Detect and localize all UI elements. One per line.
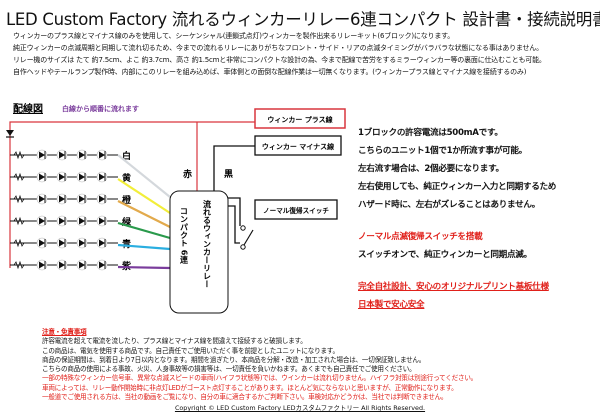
led-triangle (99, 261, 105, 269)
minus-wire-label: ウィンカー マイナス線 (262, 142, 334, 151)
switch-wire-a (228, 197, 241, 226)
led-triangle (59, 239, 65, 247)
wire-color-label: 黄 (122, 172, 131, 184)
red-wire-label: 赤 (183, 168, 192, 180)
wire-3 (117, 200, 171, 228)
disclaimer: 注意・免責事項 許容電流を超えて電流を流したり、プラス線とマイナス線を間違えて接… (42, 328, 477, 402)
switch-feature-title: ノーマル点滅復帰スイッチを搭載 (358, 232, 483, 242)
spec-line: こちらのユニット1個で1か所流す事が可能。 (358, 146, 527, 156)
led-triangle (59, 217, 65, 225)
intro-text: ウィンカーのプラス線とマイナス線のみを使用して、シーケンシャル(連鎖式点灯)ウィ… (13, 30, 546, 78)
disclaimer-heading: 注意・免責事項 (42, 328, 87, 336)
switch-wire-b (228, 205, 240, 244)
led-triangle (99, 217, 105, 225)
relay-name: 流れるウィンカーリレー (203, 199, 212, 288)
intro-line: ウィンカーのプラス線とマイナス線のみを使用して、シーケンシャル(連鎖式点灯)ウィ… (13, 32, 455, 40)
spec-line: ハザード時に、左右がズレることはありません。 (358, 200, 540, 210)
led-triangle (39, 217, 45, 225)
led-triangle (99, 195, 105, 203)
disclaimer-line: この商品は、電気を使用する商品です。自己責任でご使用いただく事を前提としたユニッ… (42, 346, 339, 355)
diagram-subheading: 白線から順番に流れます (62, 104, 139, 113)
copyright: Copyright © LED Custom Factory LEDカスタムファ… (174, 404, 426, 412)
page-title: LED Custom Factory 流れるウィンカーリレー6連コンパクト 設計… (6, 10, 600, 29)
warning-line: 車両によっては、リレー動作開始時に非点灯LEDがゴースト点灯することがあります。… (42, 383, 458, 392)
diagram-heading: 配線図 (13, 102, 43, 115)
resistor-icon (13, 216, 25, 226)
intro-line: 純正ウィンカーの点滅周期と同期して流れ切るため、今までの流れるリレーにありがちな… (13, 44, 543, 52)
warning-line: 一部の特殊なウィンカー信号車、異常な点滅スピードの車両(ハイフラ状態等)では、ウ… (42, 374, 478, 383)
resistor-icon (13, 260, 25, 270)
led-triangle (39, 151, 45, 159)
spec-line: 左右使用しても、純正ウィンカー入力と同期するため (358, 182, 557, 192)
wire-color-label: 紫 (122, 260, 131, 272)
wire-1 (117, 154, 171, 198)
relay-model: コンパクト 6連 (179, 207, 189, 264)
resistor-icon (13, 172, 25, 182)
minus-wire (213, 145, 255, 191)
plus-wire-label: ウィンカー プラス線 (267, 115, 332, 124)
disclaimer-line: 商品の保証期間は、到着日より7日以内となります。期間を過ぎたり、本商品を分解・改… (42, 355, 426, 364)
wire-5 (117, 243, 171, 251)
led-triangle (79, 239, 85, 247)
switch-feature-text: スイッチオンで、純正ウィンカーと同期点滅。 (358, 250, 532, 260)
led-triangle (39, 173, 45, 181)
led-triangle (79, 151, 85, 159)
switch-box (254, 199, 338, 220)
intro-line: 自作ヘッドやテールランプ製作時、内部にこのリレーを組み込めば、車体側との面倒な配… (13, 68, 527, 76)
wire-6 (117, 265, 171, 270)
led-triangle (79, 173, 85, 181)
led-triangle (99, 151, 105, 159)
plus-wire (9, 121, 255, 268)
led-triangle (39, 195, 45, 203)
switch-contact (240, 244, 246, 250)
relay-unit (169, 190, 229, 314)
wire-color-label: 緑 (122, 216, 132, 228)
led-triangle (79, 195, 85, 203)
wire-4 (117, 221, 171, 240)
led-triangle (59, 261, 65, 269)
plus-wire-box (254, 108, 346, 129)
black-wire-label: 黒 (224, 169, 233, 180)
led-triangle (59, 151, 65, 159)
led-triangle (79, 261, 85, 269)
warning-line: 一般道でご使用される方は、当社の動画をご覧になり、自分の車に適合するかご判断下さ… (42, 393, 448, 402)
spec-line: 1ブロックの許容電流は500mAです。 (358, 128, 503, 138)
diode-icon (6, 130, 14, 136)
wire-color-label: 白 (122, 150, 131, 162)
wire-2 (117, 178, 171, 214)
intro-line: リレー機のサイズは たて 約7.5cm、よこ 約3.7cm、高さ 約1.5cmと… (13, 56, 546, 64)
resistor-icon (13, 194, 25, 204)
minus-wire-box (254, 135, 342, 156)
disclaimer-line: 許容電流を超えて電流を流したり、プラス線とマイナス線を間違えて接続すると破損しま… (42, 337, 307, 346)
spec-line: 左右流す場合は、2個必要になります。 (358, 164, 504, 174)
disclaimer-line: こちらの商品の使用による事故、火災、人身事故等の損害等は、一切責任を負いかねます… (42, 365, 416, 374)
switch-lever (243, 229, 254, 246)
specs-text: 1ブロックの許容電流は500mAです。 こちらのユニット1個で1か所流す事が可能… (358, 124, 556, 314)
resistor-icon (13, 150, 25, 160)
led-triangle (79, 217, 85, 225)
led-triangle (59, 173, 65, 181)
circuit: 白黄橙緑青紫 (6, 121, 255, 272)
switch-label: ノーマル復帰スイッチ (263, 206, 329, 215)
quality-line: 日本製で安心安全 (358, 300, 425, 310)
led-triangle (99, 173, 105, 181)
wire-color-label: 青 (122, 238, 131, 250)
quality-line: 完全自社設計、安心のオリジナルプリント基板仕様 (358, 282, 549, 292)
led-triangle (39, 239, 45, 247)
led-triangle (99, 239, 105, 247)
led-triangle (59, 195, 65, 203)
led-triangle (39, 261, 45, 269)
wire-color-label: 橙 (122, 194, 132, 206)
resistor-icon (13, 238, 25, 248)
switch-contact (240, 225, 246, 231)
